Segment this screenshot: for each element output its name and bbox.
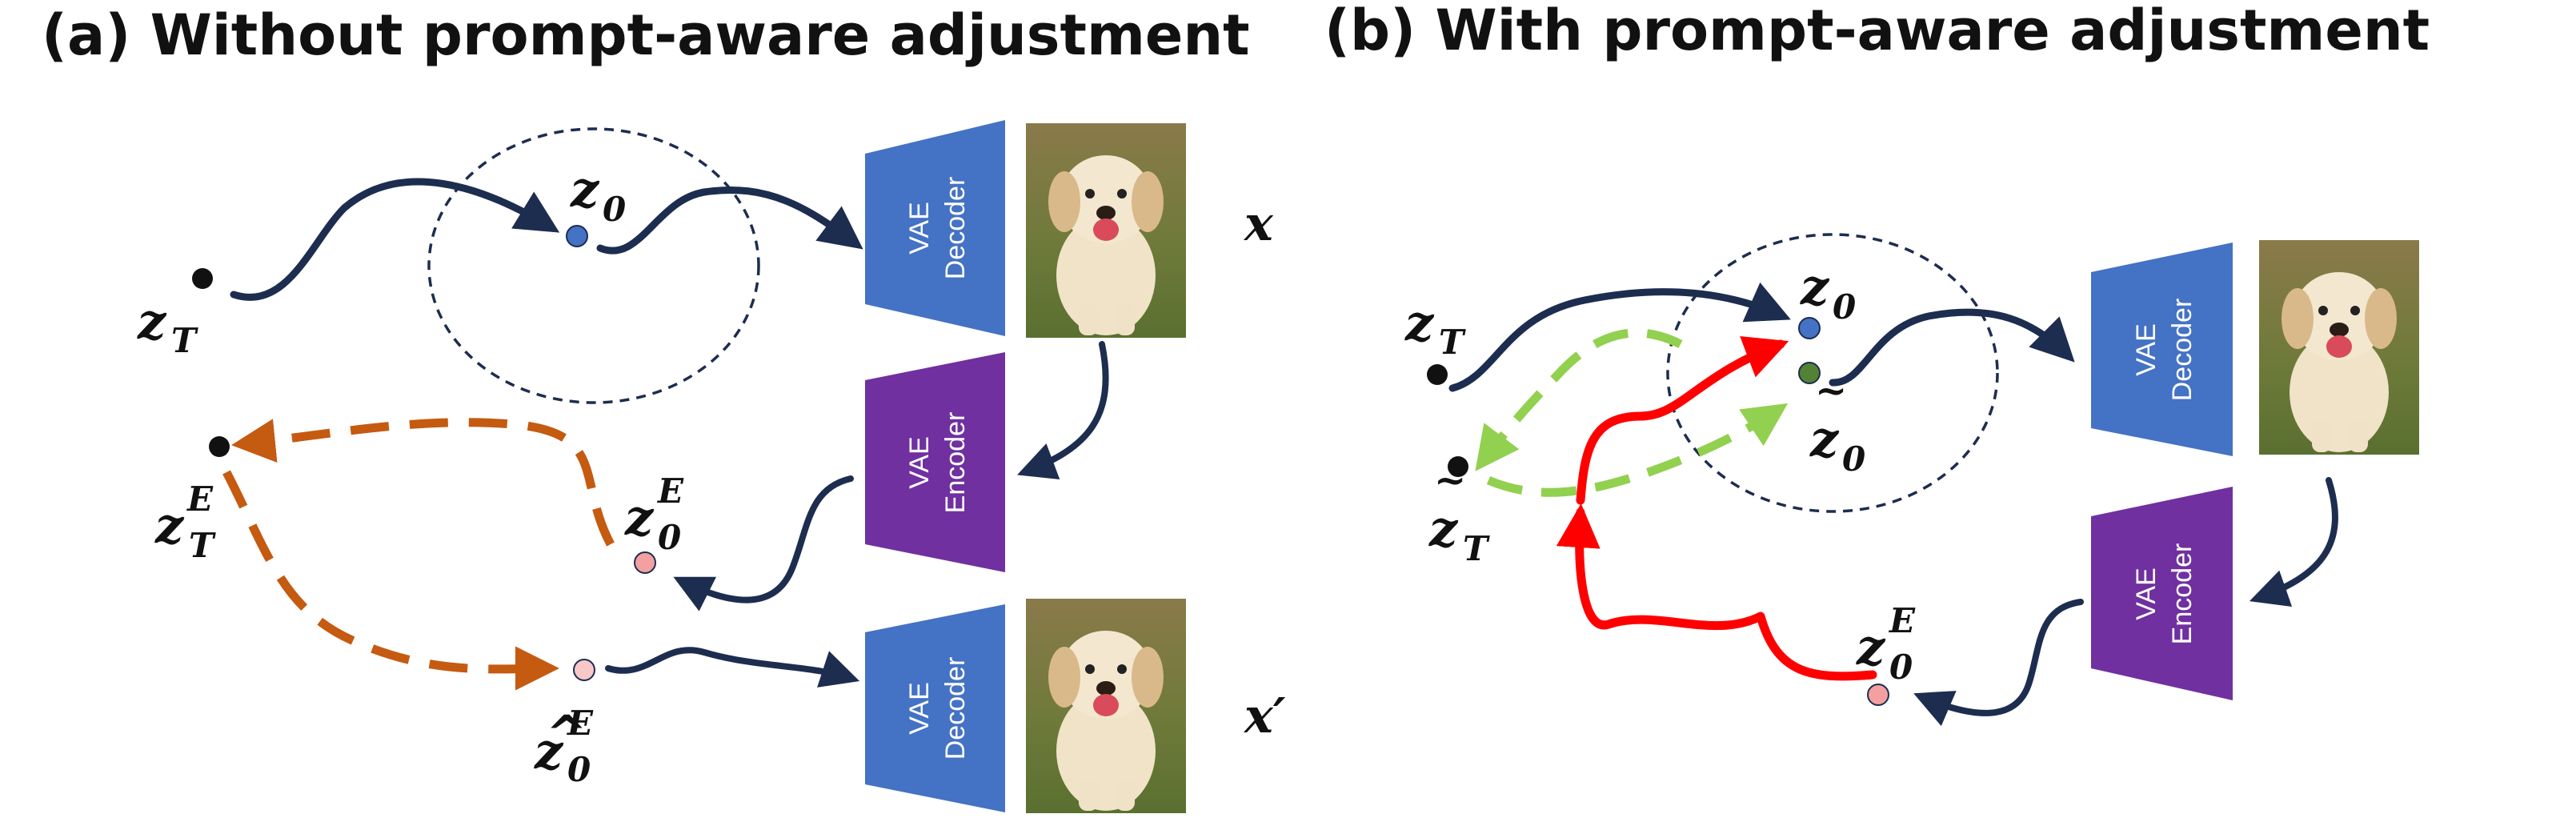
- image-to-encoder-arrow-b: [2249, 477, 2338, 607]
- z0-hat-dot-a: [573, 659, 595, 681]
- svg-text:z: z: [570, 160, 600, 219]
- sampling-arrow-a: [230, 178, 560, 301]
- x-prime-label: x′: [1243, 688, 1286, 744]
- svg-text:E: E: [1889, 601, 1916, 640]
- z0E-dot-a: [634, 551, 656, 574]
- svg-text:Decoder: Decoder: [940, 177, 971, 280]
- z0-label-a: z 0: [570, 160, 626, 229]
- vae-encoder-block-a: VAE Encoder: [865, 352, 1005, 572]
- svg-text:~: ~: [1434, 458, 1466, 503]
- svg-text:T: T: [1439, 323, 1466, 362]
- z0E-label-a: z E 0: [624, 471, 684, 557]
- to-decoder-arrow-b: [1829, 308, 2075, 387]
- zT-tilde-dot-b: [1448, 456, 1468, 477]
- zTE-label-a: z E T: [154, 479, 216, 565]
- svg-text:z: z: [1800, 258, 1830, 316]
- svg-text:VAE: VAE: [904, 436, 935, 489]
- svg-text:Encoder: Encoder: [940, 412, 971, 514]
- zT-dot-b: [1427, 364, 1448, 385]
- vae-decoder-block-b: VAE Decoder: [2091, 243, 2233, 456]
- svg-text:T: T: [189, 526, 216, 565]
- svg-text:z: z: [1404, 294, 1435, 352]
- svg-text:z: z: [1428, 499, 1459, 558]
- zT-label-a: z T: [137, 292, 198, 360]
- zT-dot-a: [192, 268, 213, 289]
- svg-text:T: T: [171, 321, 198, 360]
- svg-text:Encoder: Encoder: [2167, 543, 2197, 645]
- panel-b: z T z 0 ~ z 0 ~ z T z E 0 VAE Decoder: [1404, 233, 2419, 727]
- svg-text:VAE: VAE: [2131, 323, 2161, 376]
- z0-dot-a: [566, 225, 588, 247]
- svg-text:E: E: [567, 704, 594, 743]
- svg-text:0: 0: [603, 190, 626, 229]
- svg-text:T: T: [1463, 529, 1490, 568]
- z0E-dot-b: [1867, 684, 1889, 706]
- z0-tilde-dot-b: [1798, 362, 1821, 384]
- green-regeneration-arrow: [1486, 403, 1789, 497]
- zT-label-b: z T: [1404, 294, 1466, 362]
- vae-encoder-block-b: VAE Encoder: [2091, 487, 2233, 700]
- puppy-image-b: [2259, 240, 2419, 455]
- svg-text:E: E: [657, 471, 684, 511]
- red-correction-arrow-lower: [1556, 503, 1877, 681]
- encoder-to-z0E-arrow-b: [1913, 599, 2084, 727]
- image-to-encoder-arrow-a: [1017, 341, 1109, 479]
- inversion-arrow-a: [231, 418, 615, 547]
- svg-text:VAE: VAE: [904, 202, 935, 255]
- svg-text:VAE: VAE: [904, 682, 935, 735]
- encoder-to-z0E-arrow-a: [673, 475, 854, 611]
- svg-text:z: z: [534, 722, 564, 780]
- svg-text:z: z: [624, 488, 655, 547]
- red-correction-arrow-upper: [1576, 335, 1789, 505]
- svg-text:0: 0: [1889, 648, 1913, 687]
- z0E-label-b: z E 0: [1856, 601, 1916, 687]
- z0-label-b: z 0: [1800, 258, 1856, 327]
- puppy-image-a1: [1026, 123, 1186, 338]
- svg-text:0: 0: [1842, 439, 1865, 479]
- zT-tilde-label-b: ~ z T: [1428, 458, 1490, 568]
- svg-text:z: z: [1809, 410, 1840, 468]
- svg-text:Decoder: Decoder: [940, 657, 971, 760]
- svg-text:^: ^: [546, 704, 587, 763]
- zTE-dot-a: [209, 436, 230, 457]
- to-decoder2-arrow-a: [605, 647, 860, 688]
- svg-text:VAE: VAE: [2131, 567, 2161, 620]
- svg-text:0: 0: [658, 518, 681, 557]
- z0-hat-label-a: ^ z E 0: [534, 704, 594, 789]
- panel-a-title: (a) Without prompt-aware adjustment: [42, 2, 1250, 68]
- x-label: x: [1243, 196, 1274, 252]
- svg-text:Decoder: Decoder: [2167, 299, 2197, 402]
- z0-dot-b: [1798, 317, 1821, 339]
- svg-text:~: ~: [1815, 368, 1847, 413]
- svg-text:0: 0: [567, 750, 591, 789]
- to-decoder-arrow-a: [596, 186, 863, 255]
- svg-text:z: z: [1856, 618, 1886, 676]
- sampling-arrow-b: [1448, 282, 1791, 392]
- panel-b-title: (b) With prompt-aware adjustment: [1324, 0, 2430, 63]
- svg-text:E: E: [186, 479, 214, 519]
- svg-text:z: z: [137, 292, 167, 351]
- green-inversion-arrow: [1475, 328, 1683, 471]
- svg-text:z: z: [154, 496, 185, 555]
- z0-tilde-label-b: ~ z 0: [1809, 368, 1865, 479]
- regeneration-arrow-a: [222, 470, 559, 691]
- vae-decoder-block-a2: VAE Decoder: [865, 604, 1005, 812]
- panel-a: z T z 0 z E T z E 0 ^ z E 0 VAE Decoder: [137, 120, 1286, 813]
- latent-region-ellipse-a: [427, 127, 760, 404]
- vae-decoder-block-a1: VAE Decoder: [865, 120, 1005, 336]
- latent-region-ellipse-b: [1666, 233, 1999, 513]
- puppy-image-a2: [1026, 599, 1186, 813]
- svg-text:0: 0: [1833, 287, 1856, 327]
